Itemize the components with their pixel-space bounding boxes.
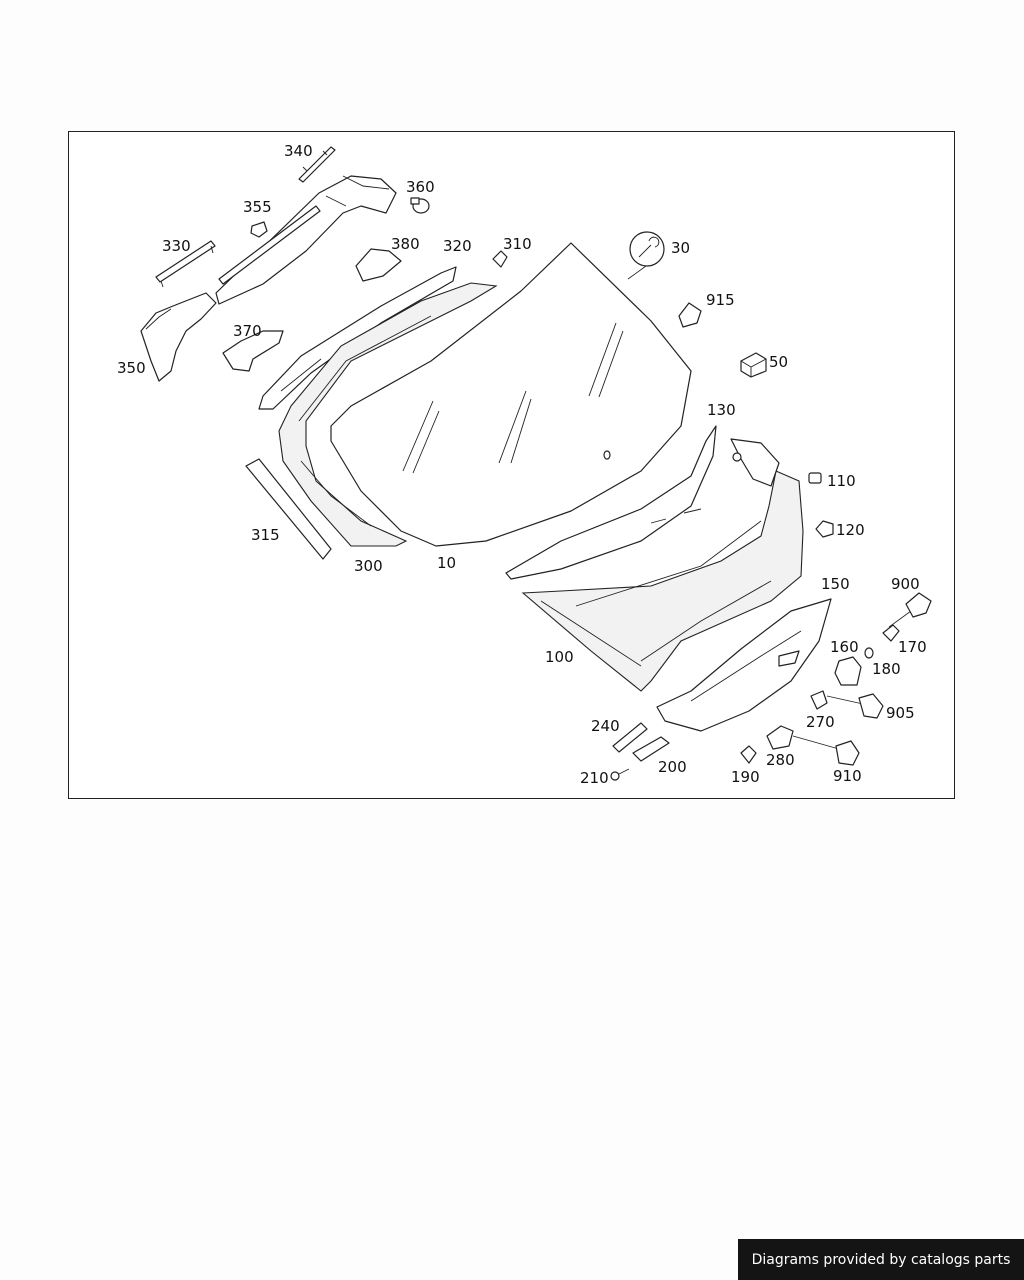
part-spoiler-panel (215, 175, 397, 305)
part-315-strip (245, 458, 332, 560)
part-130-lower-panel (505, 425, 717, 580)
callout-310: 310 (503, 235, 532, 253)
part-30-wrench-symbol (627, 231, 665, 280)
callout-350: 350 (117, 359, 146, 377)
callout-170: 170 (898, 638, 927, 656)
callout-200: 200 (658, 758, 687, 776)
callout-900: 900 (891, 575, 920, 593)
part-300-inner-frame (278, 282, 498, 547)
part-280-lamp (766, 725, 840, 750)
part-910-label (835, 740, 860, 766)
callout-240: 240 (591, 717, 620, 735)
exploded-parts-diagram: 340 360 355 330 380 320 310 30 915 370 3… (117, 142, 932, 787)
callout-915: 915 (706, 291, 735, 309)
callout-30: 30 (671, 239, 690, 257)
callout-120: 120 (836, 521, 865, 539)
callout-110: 110 (827, 472, 856, 490)
parts-diagram-frame: 340 360 355 330 380 320 310 30 915 370 3… (68, 131, 955, 799)
part-330-strip (155, 240, 216, 288)
footer-credit-banner: Diagrams provided by catalogs parts (738, 1239, 1024, 1280)
callout-100: 100 (545, 648, 574, 666)
callout-10: 10 (437, 554, 456, 572)
part-50-block (740, 352, 767, 378)
part-spoiler-seal (218, 205, 321, 285)
part-915-label (678, 302, 702, 328)
part-180-bulb (864, 647, 874, 659)
part-120-clip (815, 520, 834, 538)
part-150-lower-trim (656, 598, 832, 732)
part-380-bracket (355, 248, 402, 282)
callout-315: 315 (251, 526, 280, 544)
footer-credit-text: Diagrams provided by catalogs parts (751, 1251, 1011, 1268)
part-905-label (858, 693, 884, 719)
part-270-switch (810, 690, 864, 710)
part-240-badge (612, 722, 648, 753)
callout-labels: 340 360 355 330 380 320 310 30 915 370 3… (117, 142, 927, 787)
part-310-clip (492, 250, 508, 268)
part-210-screw (610, 768, 630, 781)
callout-280: 280 (766, 751, 795, 769)
callout-355: 355 (243, 198, 272, 216)
part-190-clip (740, 745, 757, 764)
callout-160: 160 (830, 638, 859, 656)
callout-270: 270 (806, 713, 835, 731)
callout-130: 130 (707, 401, 736, 419)
part-370-bracket (222, 330, 284, 372)
callout-320: 320 (443, 237, 472, 255)
callout-180: 180 (872, 660, 901, 678)
part-200-handle (632, 736, 670, 762)
part-10-rear-glass (330, 242, 692, 547)
callout-340: 340 (284, 142, 313, 160)
callout-330: 330 (162, 237, 191, 255)
callout-370: 370 (233, 322, 262, 340)
part-100-liftgate-panel (521, 438, 804, 692)
part-340-strip (298, 146, 336, 183)
callout-190: 190 (731, 768, 760, 786)
part-350-trim (140, 292, 217, 382)
part-360-clip (410, 197, 430, 214)
part-170-holder (882, 624, 900, 642)
callout-210: 210 (580, 769, 609, 787)
part-355-clip (250, 221, 268, 238)
callout-905: 905 (886, 704, 915, 722)
part-160-clip (834, 656, 862, 686)
callout-910: 910 (833, 767, 862, 785)
callout-360: 360 (406, 178, 435, 196)
part-110-clip (808, 472, 822, 484)
callout-50: 50 (769, 353, 788, 371)
callout-380: 380 (391, 235, 420, 253)
callout-300: 300 (354, 557, 383, 575)
part-900-label (888, 592, 932, 628)
callout-150: 150 (821, 575, 850, 593)
